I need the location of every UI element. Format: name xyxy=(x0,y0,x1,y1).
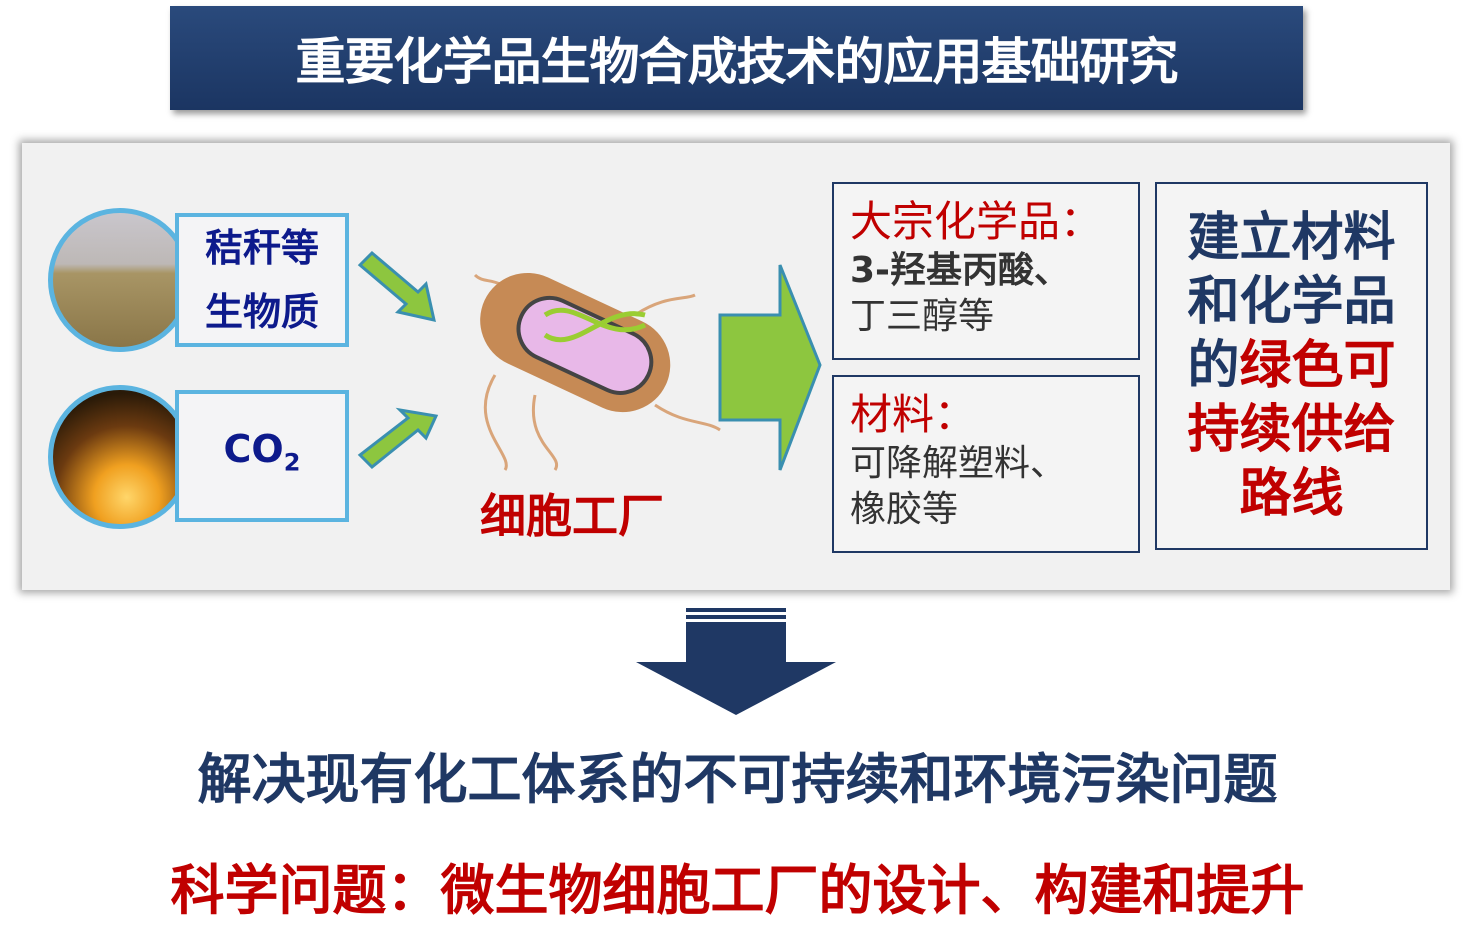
straw-field-image xyxy=(48,208,192,352)
biomass-line2: 生物质 xyxy=(204,290,319,334)
goal-box: 建立材料 和化学品 的绿色可 持续供给 路线 xyxy=(1155,182,1428,550)
co2-box: CO2 xyxy=(175,390,349,522)
slide-title: 重要化学品生物合成技术的应用基础研究 xyxy=(170,6,1303,110)
co2-subscript: 2 xyxy=(283,448,301,477)
materials-line2: 橡胶等 xyxy=(850,489,959,530)
bacterium-illustration xyxy=(473,272,721,471)
arrow-up-right-icon xyxy=(357,407,439,470)
materials-line1: 可降解塑料、 xyxy=(850,443,1067,484)
science-question-text: 科学问题：微生物细胞工厂的设计、构建和提升 xyxy=(170,859,1305,922)
big-right-arrow-icon xyxy=(718,264,822,471)
conclusion-text: 解决现有化工体系的不可持续和环境污染问题 xyxy=(197,748,1278,811)
materials-box: 材料： 可降解塑料、 橡胶等 xyxy=(832,375,1140,553)
materials-heading: 材料： xyxy=(850,390,977,439)
bulk-line2: 丁三醇等 xyxy=(850,296,995,337)
bulk-heading: 大宗化学品： xyxy=(850,197,1103,246)
goal-line5: 路线 xyxy=(1239,464,1344,524)
cell-factory-label: 细胞工厂 xyxy=(480,489,664,543)
co2-formula: CO xyxy=(223,427,284,472)
goal-line3a: 的 xyxy=(1187,336,1240,396)
bulk-chemicals-box: 大宗化学品： 3-羟基丙酸、 丁三醇等 xyxy=(832,182,1140,360)
input-arrows xyxy=(357,250,439,470)
biomass-box: 秸秆等 生物质 xyxy=(175,213,349,347)
down-arrow-icon xyxy=(636,608,836,715)
goal-line3b: 绿色可 xyxy=(1239,336,1396,396)
smokestack-image xyxy=(48,385,192,529)
arrow-down-right-icon xyxy=(357,250,436,322)
bulk-line1: 3-羟基丙酸、 xyxy=(850,250,1070,291)
goal-line4: 持续供给 xyxy=(1187,400,1396,460)
biomass-line1: 秸秆等 xyxy=(204,226,319,270)
goal-line2: 和化学品 xyxy=(1187,272,1396,332)
goal-line1: 建立材料 xyxy=(1187,208,1396,268)
